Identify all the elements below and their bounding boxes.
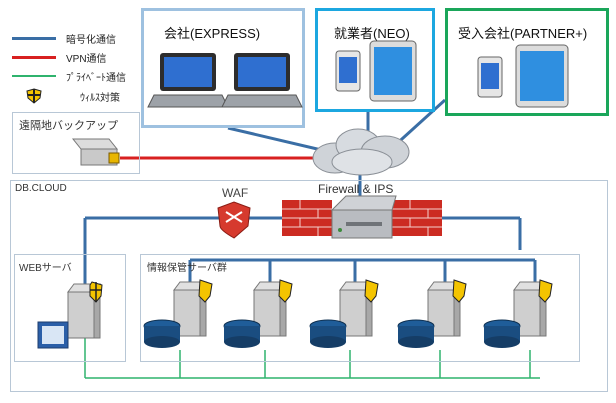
info-server-group: 情報保管サーバ群 [140,254,580,362]
waf-shield-icon [217,201,251,239]
neo-label: 就業者(NEO) [334,26,410,41]
firewall-icon [282,195,442,239]
partner-label: 受入会社(PARTNER+) [458,26,588,41]
backup-box: 遠隔地バックアップ [12,112,140,174]
laptop-icon [147,53,303,108]
legend-item-antivirus: ｳｨﾙｽ対策 [12,88,120,104]
internet-cloud-icon [312,128,410,176]
legend-item-encrypted: 暗号化通信 [12,30,116,46]
shield-icon [26,88,42,104]
db-cloud-label: DB.CLOUD [15,183,67,194]
waf-label: WAF [222,186,249,200]
legend-item-vpn: VPN通信 [12,49,107,65]
web-server-icon [37,281,103,349]
info-server-3-icon [309,279,379,348]
neo-box: 就業者(NEO) [315,8,435,112]
mobile-devices-icon [335,40,417,102]
backup-drive-icon [71,138,120,166]
db-cloud-box: DB.CLOUD [10,180,608,392]
express-label: 会社(EXPRESS) [164,26,261,41]
firewall-label: Firewall & IPS [318,182,394,196]
express-box: 会社(EXPRESS) [141,8,305,128]
partner-box: 受入会社(PARTNER+) [445,8,609,116]
legend-item-private: ﾌﾟﾗｲﾍﾞｰﾄ通信 [12,68,126,84]
info-server-label: 情報保管サーバ群 [147,263,227,274]
web-server-group: WEBサーバ [14,254,126,362]
web-server-label: WEBサーバ [19,263,72,274]
info-server-5-icon [483,279,553,348]
partner-devices-icon [477,44,569,108]
backup-label: 遠隔地バックアップ [19,120,118,132]
info-server-2-icon [223,279,293,348]
info-server-1-icon [143,279,213,348]
info-server-4-icon [397,279,467,348]
